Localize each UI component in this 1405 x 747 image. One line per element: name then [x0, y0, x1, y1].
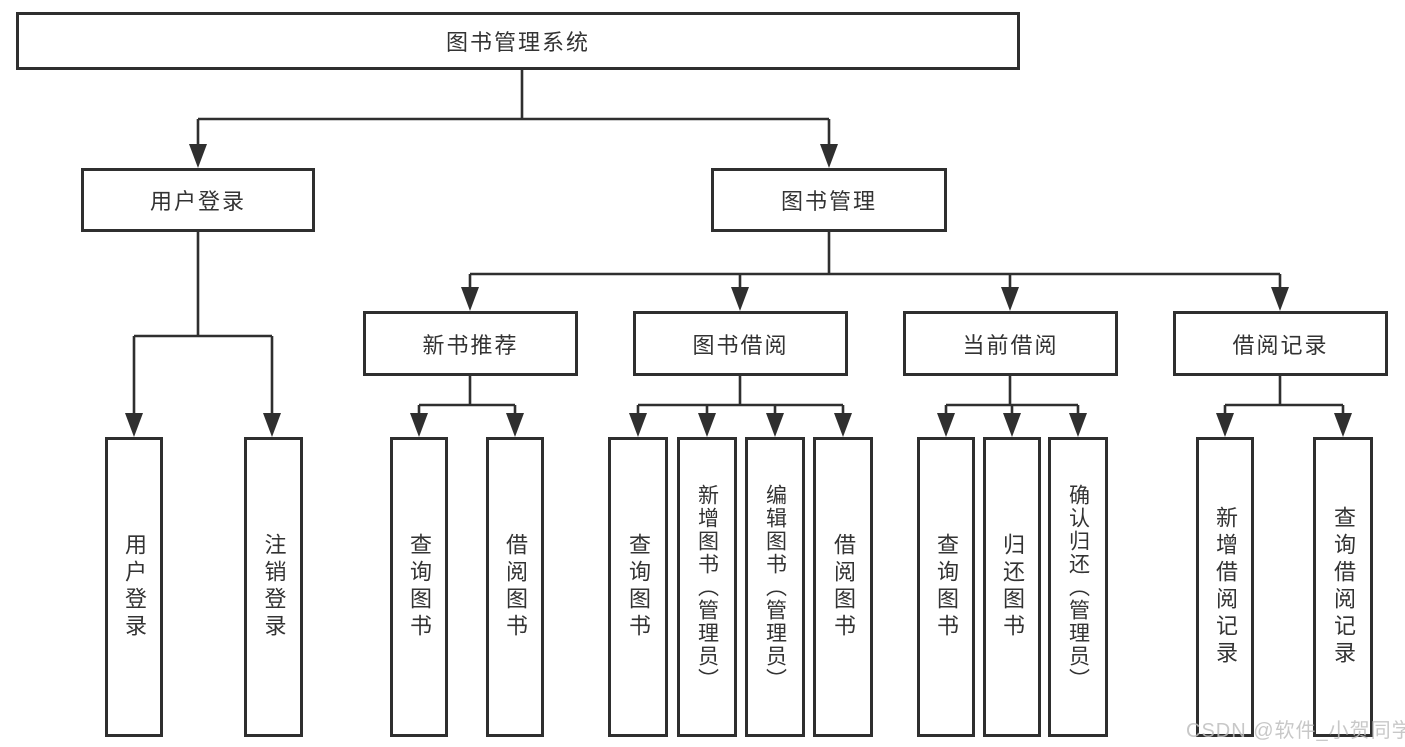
leaf-records-add-borrow-record: 新增借阅记录	[1196, 437, 1254, 737]
edge-current-borrow-branch	[944, 376, 1080, 415]
leaf-borrow-add-books-admin: 新增图书（管理员）	[677, 437, 737, 737]
arrow-to-book-borrow	[731, 287, 749, 311]
arrow-to-leaf	[937, 413, 955, 437]
leaf-logout: 注销登录	[244, 437, 303, 737]
node-borrowing-records: 借阅记录	[1173, 311, 1388, 376]
arrow-to-leaf	[1216, 413, 1234, 437]
arrow-to-leaf	[125, 413, 143, 437]
node-current-borrowing: 当前借阅	[903, 311, 1118, 376]
node-new-book-recommend: 新书推荐	[363, 311, 578, 376]
node-book-borrowing: 图书借阅	[633, 311, 848, 376]
leaf-records-query-borrow-record: 查询借阅记录	[1313, 437, 1373, 737]
arrowheads	[125, 144, 1352, 437]
leaf-borrow-query-books: 查询图书	[608, 437, 668, 737]
arrow-to-leaf	[698, 413, 716, 437]
arrow-to-leaf	[766, 413, 784, 437]
arrow-to-borrow-records	[1271, 287, 1289, 311]
edge-user-login-branch	[132, 232, 274, 415]
edge-book-mgmt-branch	[468, 232, 1282, 289]
leaf-borrow-borrow-books: 借阅图书	[813, 437, 873, 737]
arrow-to-leaf	[834, 413, 852, 437]
csdn-watermark: CSDN @软件_小贺同学	[1186, 720, 1405, 742]
edge-new-book-rec-branch	[417, 376, 517, 415]
edge-book-borrow-branch	[636, 376, 845, 415]
arrow-to-leaf	[1003, 413, 1021, 437]
arrow-to-current-borrow	[1001, 287, 1019, 311]
arrow-to-leaf	[629, 413, 647, 437]
leaf-current-query-books: 查询图书	[917, 437, 975, 737]
arrow-to-leaf	[263, 413, 281, 437]
arrow-to-leaf	[410, 413, 428, 437]
arrow-to-leaf	[1334, 413, 1352, 437]
arrow-to-new-book-rec	[461, 287, 479, 311]
leaf-user-login: 用户登录	[105, 437, 163, 737]
leaf-current-return-books: 归还图书	[983, 437, 1041, 737]
arrow-to-leaf	[1069, 413, 1087, 437]
node-book-management: 图书管理	[711, 168, 947, 232]
edge-borrow-records-branch	[1223, 376, 1345, 415]
edge-root-trunk	[196, 70, 831, 146]
node-root-system: 图书管理系统	[16, 12, 1020, 70]
node-user-login: 用户登录	[81, 168, 315, 232]
leaf-borrow-edit-books-admin: 编辑图书（管理员）	[745, 437, 805, 737]
leaf-recommend-query-books: 查询图书	[390, 437, 448, 737]
arrow-to-book-mgmt	[820, 144, 838, 168]
arrow-to-leaf	[506, 413, 524, 437]
arrow-to-user-login	[189, 144, 207, 168]
leaf-recommend-borrow-books: 借阅图书	[486, 437, 544, 737]
leaf-current-confirm-return-admin: 确认归还（管理员）	[1048, 437, 1108, 737]
